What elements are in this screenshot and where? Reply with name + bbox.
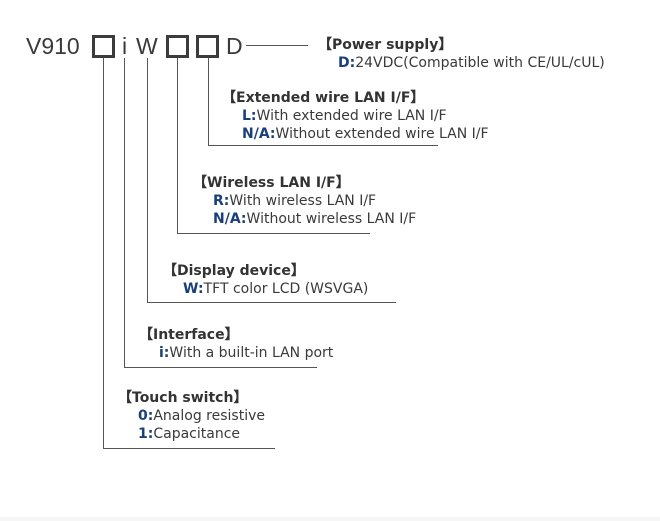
touch-switch-connector-h	[103, 448, 275, 449]
option-desc: With extended wire LAN I/F	[256, 108, 447, 124]
option-desc: Without wireless LAN I/F	[246, 211, 417, 227]
model-fixed-w: W	[136, 33, 158, 59]
option-code: 1:	[138, 426, 154, 442]
power-supply-connector	[246, 45, 308, 46]
option-desc: 24VDC(Compatible with CE/UL/cUL)	[355, 55, 605, 71]
touch-switch-slot	[92, 35, 115, 58]
model-fixed-i: i	[122, 33, 128, 59]
option-code: D:	[338, 55, 356, 71]
bottom-edge	[0, 517, 660, 521]
interface-option: i:With a built-in LAN port	[139, 344, 333, 362]
power-supply-section: 【Power supply】 D:24VDC(Compatible with C…	[318, 36, 605, 72]
option-desc: Analog resistive	[153, 408, 265, 424]
power-supply-title: 【Power supply】	[318, 37, 453, 53]
option-code: R:	[213, 193, 230, 209]
extended-wire-lan-connector-v	[208, 58, 209, 146]
option-code: i:	[159, 345, 170, 361]
interface-connector-v	[124, 58, 125, 368]
extended-wire-lan-slot	[196, 35, 219, 58]
interface-title: 【Interface】	[139, 327, 239, 343]
option-code: W:	[183, 281, 204, 297]
extended-wire-lan-connector-h	[208, 145, 438, 146]
option-desc: TFT color LCD (WSVGA)	[203, 281, 369, 297]
wireless-lan-connector-v	[177, 58, 178, 234]
touch-switch-connector-v	[103, 58, 104, 449]
display-device-title: 【Display device】	[163, 263, 305, 279]
display-device-connector-v	[147, 58, 148, 303]
touch-switch-option: 0:Analog resistive	[118, 407, 265, 425]
option-code: L:	[242, 108, 257, 124]
wireless-lan-section: 【Wireless LAN I/F】 R:With wireless LAN I…	[193, 174, 416, 228]
touch-switch-title: 【Touch switch】	[118, 390, 248, 406]
touch-switch-section: 【Touch switch】 0:Analog resistive 1:Capa…	[118, 389, 265, 443]
option-desc: Without extended wire LAN I/F	[275, 126, 489, 142]
interface-connector-h	[124, 367, 317, 368]
option-code: N/A:	[213, 211, 247, 227]
interface-section: 【Interface】 i:With a built-in LAN port	[139, 326, 333, 362]
wireless-lan-option: N/A:Without wireless LAN I/F	[193, 210, 416, 228]
display-device-option: W:TFT color LCD (WSVGA)	[163, 280, 368, 298]
wireless-lan-title: 【Wireless LAN I/F】	[193, 175, 350, 191]
option-desc: With a built-in LAN port	[169, 345, 334, 361]
option-desc: Capacitance	[153, 426, 241, 442]
wireless-lan-slot	[166, 35, 189, 58]
option-code: N/A:	[242, 126, 276, 142]
wireless-lan-connector-h	[177, 233, 370, 234]
touch-switch-option: 1:Capacitance	[118, 425, 265, 443]
extended-wire-lan-title: 【Extended wire LAN I/F】	[222, 90, 425, 106]
extended-wire-lan-option: N/A:Without extended wire LAN I/F	[222, 125, 489, 143]
option-code: 0:	[138, 408, 154, 424]
extended-wire-lan-option: L:With extended wire LAN I/F	[222, 107, 489, 125]
display-device-connector-h	[147, 302, 396, 303]
power-supply-option: D:24VDC(Compatible with CE/UL/cUL)	[318, 54, 605, 72]
option-desc: With wireless LAN I/F	[229, 193, 377, 209]
extended-wire-lan-section: 【Extended wire LAN I/F】 L:With extended …	[222, 89, 489, 143]
display-device-section: 【Display device】 W:TFT color LCD (WSVGA)	[163, 262, 368, 298]
model-fixed-d: D	[226, 33, 243, 59]
wireless-lan-option: R:With wireless LAN I/F	[193, 192, 416, 210]
model-prefix: V910	[26, 33, 80, 59]
